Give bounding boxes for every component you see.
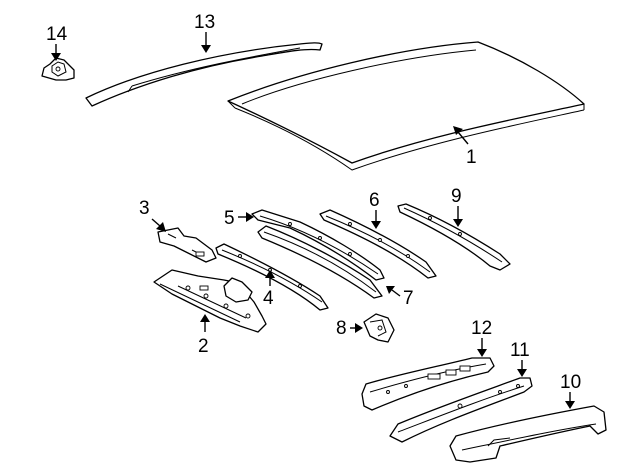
callout-12-label: 12: [471, 318, 492, 339]
callout-3-label: 3: [139, 198, 150, 219]
header-reinforcement-part[interactable]: [157, 227, 217, 263]
roof-panel-part[interactable]: [227, 41, 585, 171]
callout-9[interactable]: 9: [451, 186, 463, 227]
roof-rail-outer-part[interactable]: [449, 405, 607, 463]
callout-6-label: 6: [369, 190, 380, 211]
callout-7[interactable]: 7: [386, 286, 414, 309]
callout-11-label: 11: [510, 340, 530, 361]
front-header-part[interactable]: [153, 269, 267, 333]
drip-molding-part[interactable]: [85, 42, 323, 107]
roof-bow-reinforcement-part[interactable]: [257, 225, 383, 299]
callout-5-label: 5: [224, 208, 235, 229]
callout-4[interactable]: 4: [263, 270, 275, 309]
roof-rail-reinforcement-part[interactable]: [361, 357, 495, 411]
callout-14[interactable]: 14: [46, 24, 68, 61]
callout-11[interactable]: 11: [510, 340, 530, 377]
callout-1-label: 1: [466, 147, 477, 168]
rear-header-part[interactable]: [397, 203, 511, 271]
roof-bow-mid-part[interactable]: [319, 209, 437, 279]
roof-rail-inner-part[interactable]: [389, 377, 533, 443]
callout-3[interactable]: 3: [139, 198, 166, 232]
callout-6[interactable]: 6: [369, 190, 381, 229]
roof-bow-center-part[interactable]: [251, 209, 385, 281]
callout-8-label: 8: [336, 318, 347, 339]
callout-10-label: 10: [560, 372, 581, 393]
callout-13-label: 13: [194, 12, 215, 33]
callout-5[interactable]: 5: [224, 208, 254, 229]
callout-2-label: 2: [198, 336, 209, 357]
callout-1[interactable]: 1: [453, 126, 477, 168]
callout-9-label: 9: [451, 186, 462, 207]
bracket-part[interactable]: [363, 313, 395, 343]
callout-10[interactable]: 10: [560, 372, 581, 409]
callout-4-label: 4: [263, 288, 274, 309]
callout-14-label: 14: [46, 24, 68, 45]
callout-7-label: 7: [403, 288, 414, 309]
callout-13[interactable]: 13: [194, 12, 215, 53]
callout-8[interactable]: 8: [336, 318, 363, 339]
clip-part[interactable]: [41, 57, 75, 81]
callout-12[interactable]: 12: [471, 318, 492, 357]
callout-2[interactable]: 2: [198, 314, 210, 357]
